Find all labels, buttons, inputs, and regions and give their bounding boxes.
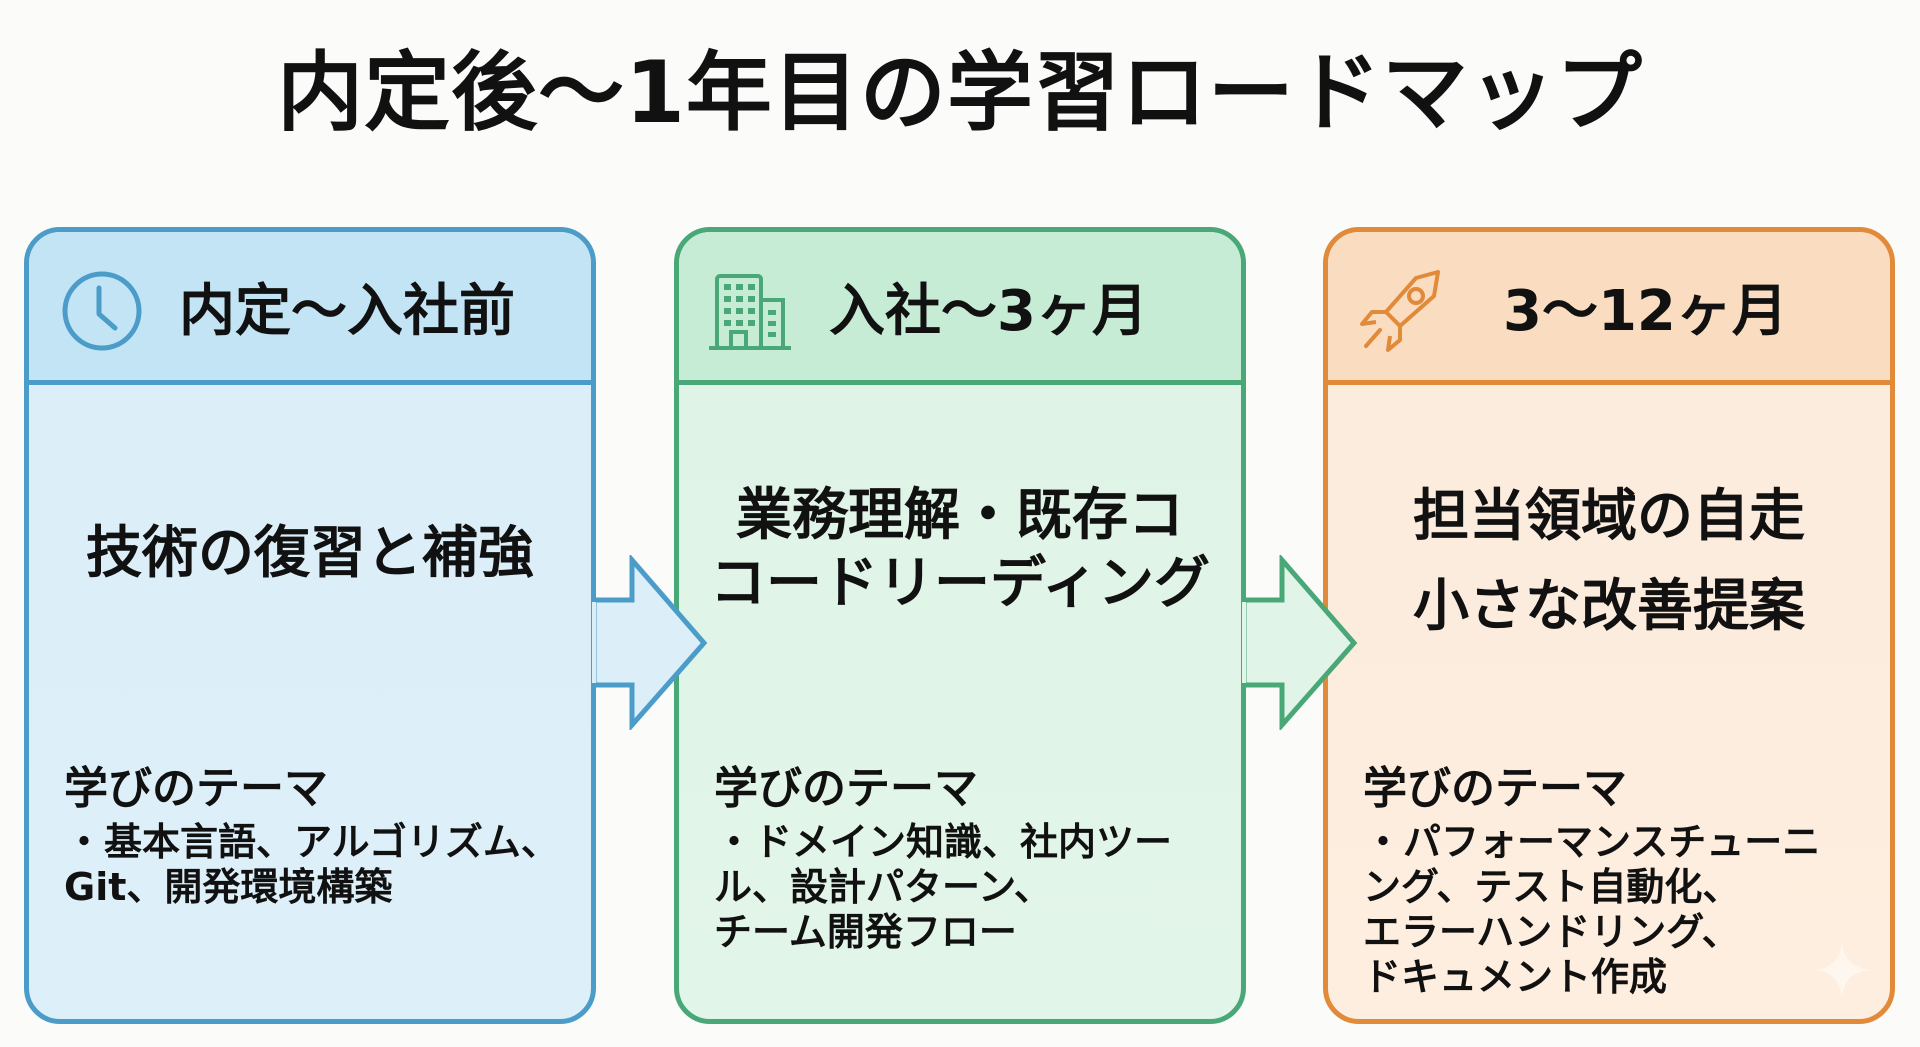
phase-main-goal: 技術の復習と補強 xyxy=(29,520,591,588)
phase-stage-label: 3〜12ヶ月 xyxy=(1503,278,1788,344)
arrow-right-icon xyxy=(1242,555,1358,730)
main-goal-line: 担当領域の自走 xyxy=(1413,484,1805,549)
theme-list: ・ドメイン知識、社内ツー ル、設計パターン、 チーム開発フロー xyxy=(714,820,1241,955)
theme-line: ドキュメント作成 xyxy=(1363,955,1668,999)
theme-line: ・ドメイン知識、社内ツー xyxy=(714,820,1173,864)
page-title: 内定後〜1年目の学習ロードマップ xyxy=(277,43,1643,143)
phase-card-3-to-12-months: 3〜12ヶ月 担当領域の自走 小さな改善提案 学びのテーマ ・パフォーマンスチュ… xyxy=(1323,227,1895,1024)
phase-card-pre-joining: 内定〜入社前 技術の復習と補強 学びのテーマ ・基本言語、アルゴリズム、 Git… xyxy=(24,227,596,1024)
theme-label: 学びのテーマ xyxy=(64,763,328,814)
main-goal-line: コードリーディング xyxy=(709,551,1211,617)
theme-line: Git、開発環境構築 xyxy=(64,865,393,909)
phase-header: 内定〜入社前 xyxy=(29,232,591,385)
phase-card-first-3-months: 入社〜3ヶ月 業務理解・既存コ コードリーディング 学びのテーマ ・ドメイン知識… xyxy=(674,227,1246,1024)
bullet: ・ xyxy=(1363,820,1402,864)
theme-list: ・パフォーマンスチューニ ング、テスト自動化、 エラーハンドリング、 ドキュメン… xyxy=(1363,820,1890,1000)
phase-header: 3〜12ヶ月 xyxy=(1328,232,1890,385)
theme-line: チーム開発フロー xyxy=(714,910,1017,954)
bullet: ・ xyxy=(64,820,103,864)
clock-icon xyxy=(62,271,142,351)
office-building-icon xyxy=(709,274,791,350)
theme-line: エラーハンドリング、 xyxy=(1363,910,1740,954)
sparkle-icon xyxy=(1814,942,1870,998)
theme-list: ・基本言語、アルゴリズム、 Git、開発環境構築 xyxy=(64,820,591,910)
main-goal-line: 業務理解・既存コ xyxy=(736,483,1184,548)
phase-stage-label: 入社〜3ヶ月 xyxy=(829,278,1148,344)
theme-label: 学びのテーマ xyxy=(1363,763,1627,814)
rocket-icon xyxy=(1360,270,1440,352)
theme-line: ・パフォーマンスチューニ xyxy=(1363,820,1821,864)
main-goal-line: 技術の復習と補強 xyxy=(86,521,534,586)
theme-line: ング、テスト自動化、 xyxy=(1363,865,1741,909)
phase-main-goal: 担当領域の自走 小さな改善提案 xyxy=(1328,472,1890,651)
theme-label: 学びのテーマ xyxy=(714,763,978,814)
bullet: ・ xyxy=(714,820,753,864)
arrow-right-icon xyxy=(592,555,708,730)
phase-main-goal: 業務理解・既存コ コードリーディング xyxy=(679,482,1241,619)
main-goal-line: 小さな改善提案 xyxy=(1413,573,1805,639)
phase-header: 入社〜3ヶ月 xyxy=(679,232,1241,385)
theme-line: ル、設計パターン、 xyxy=(714,865,1052,909)
theme-line: ・基本言語、アルゴリズム、 xyxy=(64,820,559,864)
phase-stage-label: 内定〜入社前 xyxy=(179,278,515,344)
